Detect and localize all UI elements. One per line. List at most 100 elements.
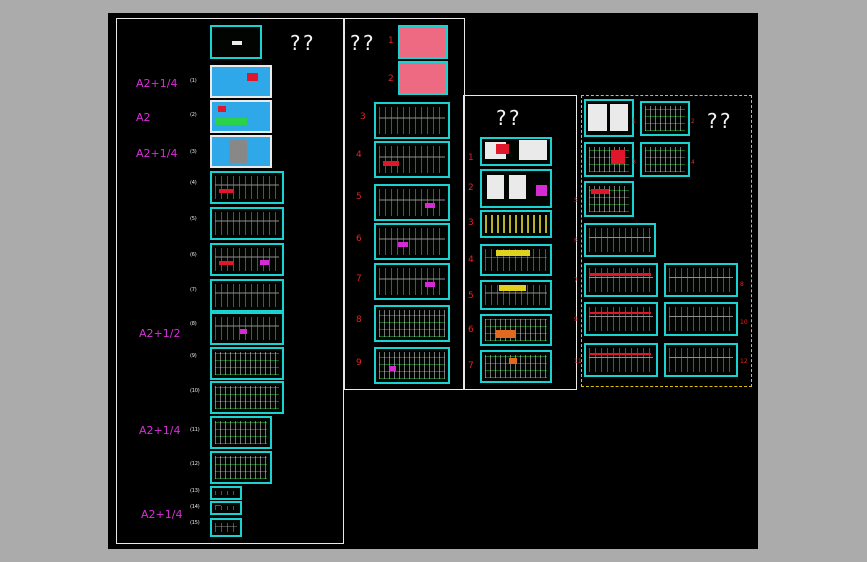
sheet-col1-15[interactable] xyxy=(210,518,242,537)
sheet-number: 3 xyxy=(360,112,366,122)
size-label: A2+1/4 xyxy=(139,424,181,437)
sheet-number: 4 xyxy=(691,159,695,166)
sheet-number: 4 xyxy=(468,255,474,265)
sheet-col2-7[interactable] xyxy=(374,263,450,300)
sheet-number: 1 xyxy=(388,36,394,46)
sheet-col1-5[interactable] xyxy=(210,207,284,240)
sheet-number: (10) xyxy=(190,388,200,394)
size-label: A2+1/2 xyxy=(139,327,181,340)
sheet-number: (8) xyxy=(190,321,197,327)
title-placeholder-4: ?? xyxy=(706,109,733,133)
sheet-col2-8[interactable] xyxy=(374,305,450,342)
sheet-col4-5[interactable] xyxy=(584,181,634,217)
sheet-number: 8 xyxy=(740,281,744,288)
size-label: A2 xyxy=(136,111,151,124)
sheet-number: 9 xyxy=(574,316,578,323)
sheet-number: 7 xyxy=(356,274,362,284)
sheet-col4-12[interactable] xyxy=(664,343,738,377)
sheet-col2-3[interactable] xyxy=(374,102,450,139)
sheet-number: 5 xyxy=(468,291,474,301)
sheet-number: 4 xyxy=(356,150,362,160)
sheet-col3-6[interactable] xyxy=(480,314,552,346)
sheet-col2-9[interactable] xyxy=(374,347,450,384)
sheet-col1-6[interactable] xyxy=(210,243,284,276)
sheet-col1-8[interactable] xyxy=(210,312,284,345)
sheet-number: 6 xyxy=(356,234,362,244)
sheet-col4-2[interactable] xyxy=(640,101,690,136)
sheet-number: 10 xyxy=(740,319,748,326)
size-label: A2+1/4 xyxy=(136,147,178,160)
sheet-col3-2[interactable] xyxy=(480,169,552,208)
sheet-number: 3 xyxy=(468,218,474,228)
sheet-col1-10[interactable] xyxy=(210,381,284,414)
sheet-col1-12[interactable] xyxy=(210,451,272,484)
sheet-number: (6) xyxy=(190,252,197,258)
sheet-number: 2 xyxy=(468,183,474,193)
sheet-number: 9 xyxy=(356,358,362,368)
sheet-number: (3) xyxy=(190,149,197,155)
sheet-col2-4[interactable] xyxy=(374,141,450,178)
title-placeholder-1: ?? xyxy=(289,31,316,55)
sheet-col1-4[interactable] xyxy=(210,171,284,204)
sheet-number: 6 xyxy=(468,325,474,335)
sheet-number: 5 xyxy=(574,197,578,204)
sheet-number: 2 xyxy=(388,74,394,84)
sheet-number: 8 xyxy=(356,315,362,325)
sheet-col4-3[interactable] xyxy=(584,142,634,177)
sheet-number: 11 xyxy=(574,358,582,365)
frame-column-2 xyxy=(344,18,465,390)
sheet-col4-9[interactable] xyxy=(584,302,658,336)
sheet-col4-8[interactable] xyxy=(664,263,738,297)
sheet-number: (4) xyxy=(190,180,197,186)
sheet-col4-10[interactable] xyxy=(664,302,738,336)
sheet-number: 1 xyxy=(632,118,636,125)
cover-sheet[interactable] xyxy=(210,25,262,59)
title-placeholder-2: ?? xyxy=(349,31,376,55)
sheet-col4-4[interactable] xyxy=(640,142,690,177)
sheet-col3-5[interactable] xyxy=(480,280,552,310)
size-label: A2+1/4 xyxy=(141,508,183,521)
sheet-number: (7) xyxy=(190,287,197,293)
frame-column-3 xyxy=(463,95,577,390)
sheet-col4-11[interactable] xyxy=(584,343,658,377)
sheet-col2-5[interactable] xyxy=(374,184,450,221)
sheet-number: (14) xyxy=(190,504,200,510)
sheet-number: 1 xyxy=(468,153,474,163)
sheet-col3-7[interactable] xyxy=(480,350,552,383)
frame-column-1 xyxy=(116,18,344,544)
sheet-col2-2[interactable] xyxy=(398,61,448,95)
cad-drawing-canvas[interactable]: ?? ?? ?? ?? A2+1/4 A2 A2+1/4 A2+1/2 A2+1… xyxy=(108,13,758,549)
frame-column-4 xyxy=(581,95,752,387)
sheet-col4-1[interactable] xyxy=(584,99,634,137)
sheet-col1-1[interactable] xyxy=(210,65,272,98)
sheet-number: (2) xyxy=(190,112,197,118)
sheet-number: 12 xyxy=(740,358,748,365)
sheet-number: (12) xyxy=(190,461,200,467)
sheet-col4-7[interactable] xyxy=(584,263,658,297)
size-label: A2+1/4 xyxy=(136,77,178,90)
sheet-number: (5) xyxy=(190,216,197,222)
cover-logo xyxy=(232,41,242,45)
sheet-number: (15) xyxy=(190,520,200,526)
sheet-col1-9[interactable] xyxy=(210,347,284,380)
sheet-number: (9) xyxy=(190,353,197,359)
sheet-col4-6[interactable] xyxy=(584,223,656,257)
sheet-number: 2 xyxy=(691,118,695,125)
sheet-col3-4[interactable] xyxy=(480,244,552,276)
sheet-col3-1[interactable] xyxy=(480,137,552,166)
sheet-col1-3[interactable] xyxy=(210,135,272,168)
sheet-col2-6[interactable] xyxy=(374,223,450,260)
sheet-col3-3[interactable] xyxy=(480,210,552,238)
sheet-col2-1[interactable] xyxy=(398,25,448,59)
sheet-number: 7 xyxy=(574,277,578,284)
sheet-number: (13) xyxy=(190,488,200,494)
sheet-number: 7 xyxy=(468,361,474,371)
sheet-col1-2[interactable] xyxy=(210,100,272,133)
sheet-col1-13[interactable] xyxy=(210,486,242,500)
sheet-col1-14[interactable] xyxy=(210,501,242,515)
sheet-col1-7[interactable] xyxy=(210,279,284,312)
sheet-number: (11) xyxy=(190,427,200,433)
sheet-number: (1) xyxy=(190,78,197,84)
sheet-col1-11[interactable] xyxy=(210,416,272,449)
title-placeholder-3: ?? xyxy=(495,106,522,130)
